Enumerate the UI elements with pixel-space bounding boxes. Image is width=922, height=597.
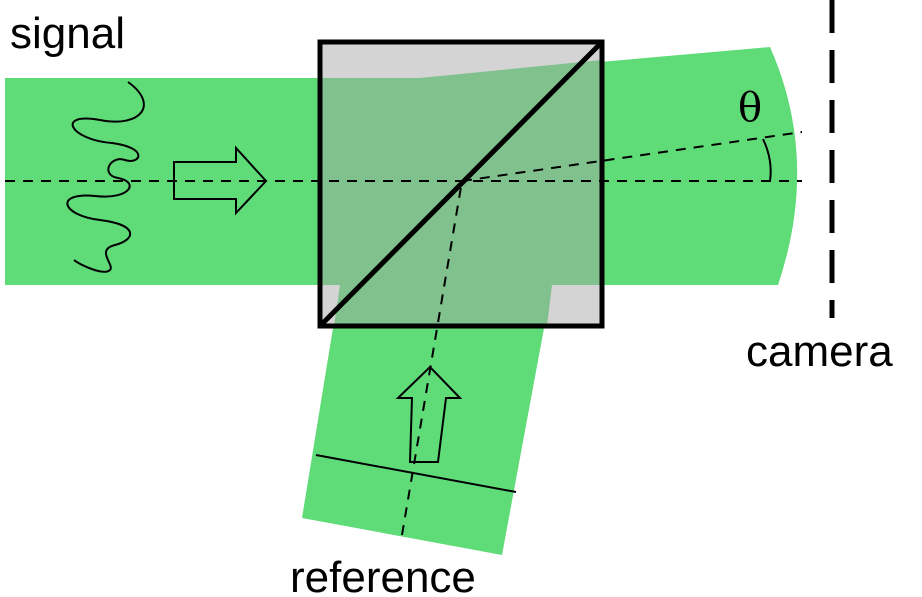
reference-label: reference xyxy=(290,553,476,597)
signal-beam xyxy=(5,78,320,285)
tilted-beam xyxy=(600,47,798,285)
reference-arrow-icon xyxy=(395,365,463,463)
beam-splitter-diagonal xyxy=(318,40,604,328)
reference-wavefront xyxy=(315,454,517,493)
beam-splitter-cube-outline xyxy=(317,39,605,329)
camera-label: camera xyxy=(746,327,893,376)
signal-arrow-icon xyxy=(173,145,268,216)
angle-arc xyxy=(762,138,772,182)
reference-axis xyxy=(401,180,463,536)
tilted-axis xyxy=(461,131,803,182)
angle-label: θ xyxy=(738,85,762,131)
overlap-region xyxy=(320,60,602,326)
signal-label: signal xyxy=(10,9,125,58)
signal-waveform xyxy=(66,81,145,273)
